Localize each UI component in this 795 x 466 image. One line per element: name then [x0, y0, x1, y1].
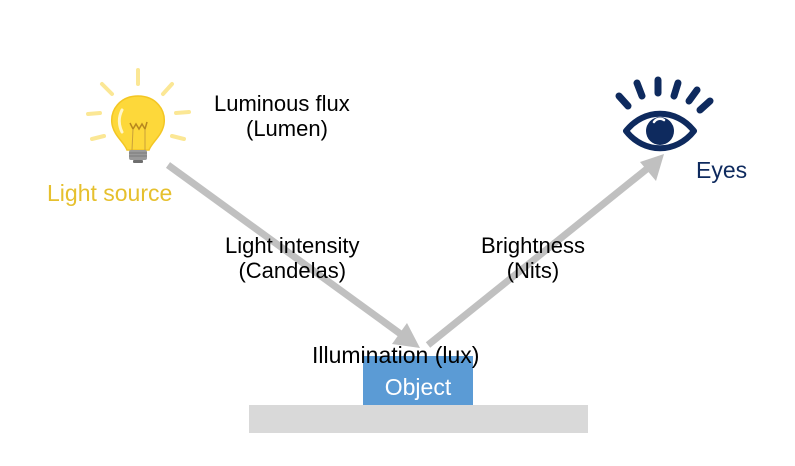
luminous-flux-title: Luminous flux [214, 91, 350, 116]
brightness-label: Brightness (Nits) [481, 233, 585, 283]
illumination-label: Illumination (lux) [312, 342, 480, 368]
eye-icon [615, 76, 714, 152]
object-box: Object [363, 356, 473, 405]
light-source-label: Light source [47, 180, 173, 206]
luminous-flux-unit: (Lumen) [246, 116, 328, 141]
light-intensity-title: Light intensity [225, 233, 360, 258]
light-intensity-label: Light intensity (Candelas) [225, 233, 360, 283]
arrow-object-to-eyes [425, 154, 664, 348]
luminous-flux-label: Luminous flux (Lumen) [214, 91, 350, 141]
eyes-label: Eyes [696, 157, 748, 183]
light-intensity-unit: (Candelas) [238, 258, 347, 283]
arrow-light-to-object [165, 162, 420, 348]
surface-floor [249, 405, 588, 433]
brightness-title: Brightness [481, 233, 585, 258]
light-bulb-icon [86, 68, 191, 163]
object-label: Object [384, 374, 452, 400]
brightness-unit: (Nits) [506, 258, 560, 283]
